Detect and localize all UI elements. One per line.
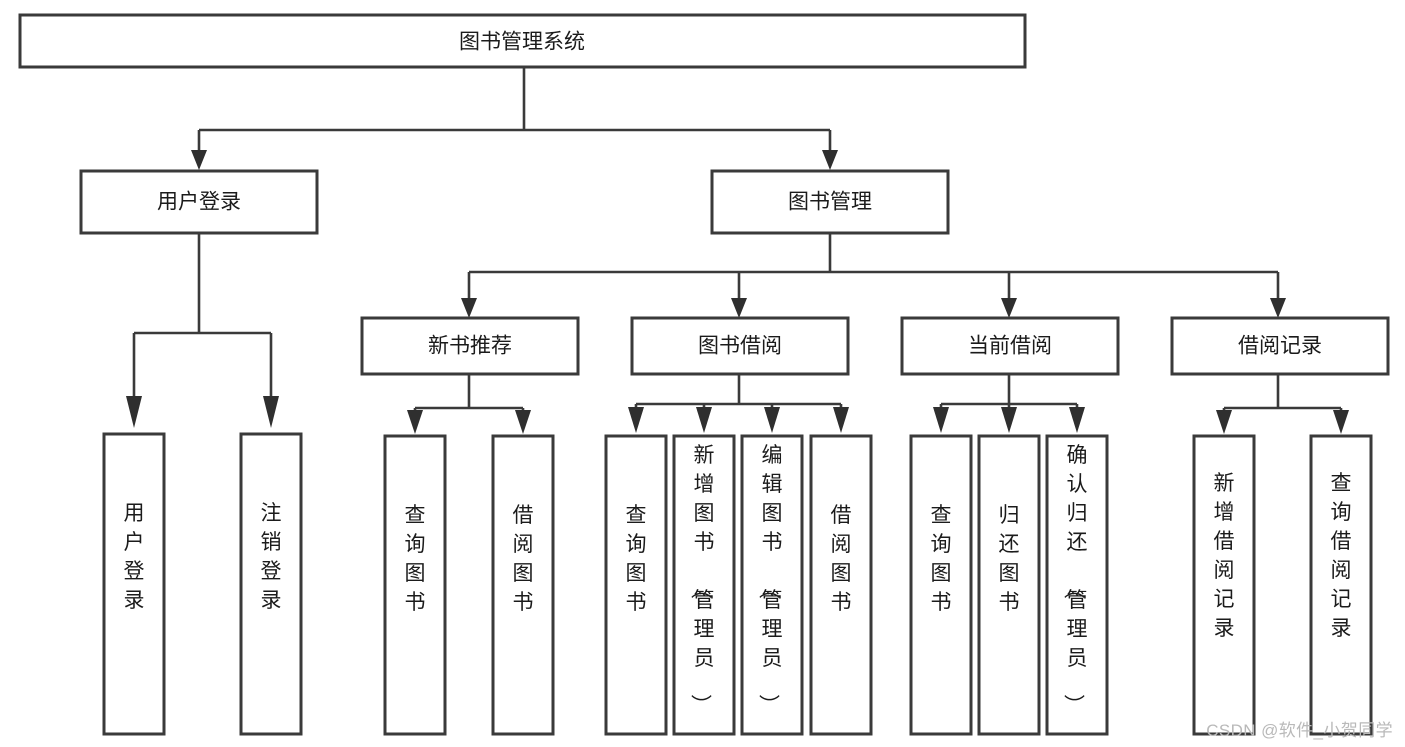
node-leaf-edit-book[interactable]: 编辑图书（管理员） xyxy=(740,434,804,736)
node-leaf-add-book-box[interactable] xyxy=(672,434,736,736)
node-book-manage-label: 图书管理 xyxy=(788,191,872,214)
node-leaf-add-record[interactable]: 新增借阅记录 xyxy=(1192,434,1256,736)
node-root-box[interactable] xyxy=(18,13,1027,69)
arrowhead-borrow-record xyxy=(1270,298,1286,318)
node-book-borrow-label: 图书借阅 xyxy=(698,335,782,358)
node-new-book-recommend[interactable]: 新书推荐 xyxy=(360,316,580,376)
node-leaf-borrow-book-1[interactable]: 借阅图书 xyxy=(491,434,555,736)
node-current-borrow-box[interactable] xyxy=(900,316,1120,376)
node-leaf-add-book-label: 新增图书（管理员） xyxy=(689,444,715,715)
arrowhead-leaf-add-book xyxy=(696,407,712,433)
arrowhead-book-manage xyxy=(822,150,838,170)
arrowhead-new-book-recommend xyxy=(461,298,477,318)
node-leaf-user-login-box[interactable] xyxy=(102,432,166,736)
arrowhead-user-login xyxy=(191,150,207,170)
node-user-login[interactable]: 用户登录 xyxy=(79,169,319,235)
arrowhead-leaf-query-book-3 xyxy=(933,407,949,433)
node-leaf-return-book-label: 归还图书 xyxy=(999,504,1020,614)
node-book-manage-box[interactable] xyxy=(710,169,950,235)
arrowhead-leaf-confirm-return xyxy=(1069,407,1085,433)
node-book-manage[interactable]: 图书管理 xyxy=(710,169,950,235)
node-leaf-confirm-return[interactable]: 确认归还（管理员） xyxy=(1045,434,1109,736)
arrowhead-current-borrow xyxy=(1001,298,1017,318)
node-borrow-record[interactable]: 借阅记录 xyxy=(1170,316,1390,376)
arrowhead-leaf-borrow-book-1 xyxy=(515,410,531,434)
arrowhead-leaf-query-book-1 xyxy=(407,410,423,434)
node-root[interactable]: 图书管理系统 xyxy=(18,13,1027,69)
node-leaf-confirm-return-label: 确认归还（管理员） xyxy=(1062,444,1088,715)
node-leaf-add-book[interactable]: 新增图书（管理员） xyxy=(672,434,736,736)
node-leaf-add-record-box[interactable] xyxy=(1192,434,1256,736)
node-leaf-borrow-book-2-box[interactable] xyxy=(809,434,873,736)
node-leaf-edit-book-box[interactable] xyxy=(740,434,804,736)
node-leaf-query-book-2-box[interactable] xyxy=(604,434,668,736)
node-leaf-borrow-book-1-box[interactable] xyxy=(491,434,555,736)
node-book-borrow-box[interactable] xyxy=(630,316,850,376)
arrowhead-leaf-add-record xyxy=(1216,410,1232,434)
arrowhead-leaf-logout-login xyxy=(263,396,279,428)
node-user-login-box[interactable] xyxy=(79,169,319,235)
node-leaf-query-book-2-label: 查询图书 xyxy=(626,504,647,614)
node-leaf-query-book-2[interactable]: 查询图书 xyxy=(604,434,668,736)
node-leaf-query-book-3-label: 查询图书 xyxy=(931,504,952,614)
node-leaf-query-record-box[interactable] xyxy=(1309,434,1373,736)
node-leaf-logout-login[interactable]: 注销登录 xyxy=(239,432,303,736)
node-leaf-query-book-3[interactable]: 查询图书 xyxy=(909,434,973,736)
arrowhead-leaf-edit-book xyxy=(764,407,780,433)
node-leaf-confirm-return-box[interactable] xyxy=(1045,434,1109,736)
node-leaf-borrow-book-1-label: 借阅图书 xyxy=(513,504,534,614)
node-borrow-record-box[interactable] xyxy=(1170,316,1390,376)
node-leaf-return-book-box[interactable] xyxy=(977,434,1041,736)
node-leaf-user-login[interactable]: 用户登录 xyxy=(102,432,166,736)
node-leaf-query-book-1-box[interactable] xyxy=(383,434,447,736)
node-leaf-query-book-1[interactable]: 查询图书 xyxy=(383,434,447,736)
node-leaf-return-book[interactable]: 归还图书 xyxy=(977,434,1041,736)
node-leaf-query-book-3-box[interactable] xyxy=(909,434,973,736)
node-leaf-borrow-book-2-label: 借阅图书 xyxy=(831,504,852,614)
arrowhead-book-borrow xyxy=(731,298,747,318)
node-new-book-recommend-label: 新书推荐 xyxy=(428,335,512,358)
node-leaf-logout-login-label: 注销登录 xyxy=(261,502,282,612)
node-leaf-query-record-label: 查询借阅记录 xyxy=(1331,472,1352,640)
node-root-label: 图书管理系统 xyxy=(459,31,585,54)
node-leaf-add-record-label: 新增借阅记录 xyxy=(1214,472,1235,640)
arrowhead-leaf-borrow-book-2 xyxy=(833,407,849,433)
node-book-borrow[interactable]: 图书借阅 xyxy=(630,316,850,376)
arrowhead-leaf-query-record xyxy=(1333,410,1349,434)
node-leaf-edit-book-label: 编辑图书（管理员） xyxy=(757,444,783,715)
arrowhead-leaf-user-login xyxy=(126,396,142,428)
arrowhead-leaf-return-book xyxy=(1001,407,1017,433)
node-leaf-query-record[interactable]: 查询借阅记录 xyxy=(1309,434,1373,736)
node-leaf-borrow-book-2[interactable]: 借阅图书 xyxy=(809,434,873,736)
arrowhead-leaf-query-book-2 xyxy=(628,407,644,433)
node-user-login-label: 用户登录 xyxy=(157,191,241,214)
node-leaf-user-login-label: 用户登录 xyxy=(124,502,145,612)
node-leaf-query-book-1-label: 查询图书 xyxy=(405,504,426,614)
connector-layer xyxy=(126,67,1349,434)
node-borrow-record-label: 借阅记录 xyxy=(1238,335,1322,358)
node-current-borrow[interactable]: 当前借阅 xyxy=(900,316,1120,376)
node-current-borrow-label: 当前借阅 xyxy=(968,335,1052,358)
node-leaf-logout-login-box[interactable] xyxy=(239,432,303,736)
node-new-book-recommend-box[interactable] xyxy=(360,316,580,376)
